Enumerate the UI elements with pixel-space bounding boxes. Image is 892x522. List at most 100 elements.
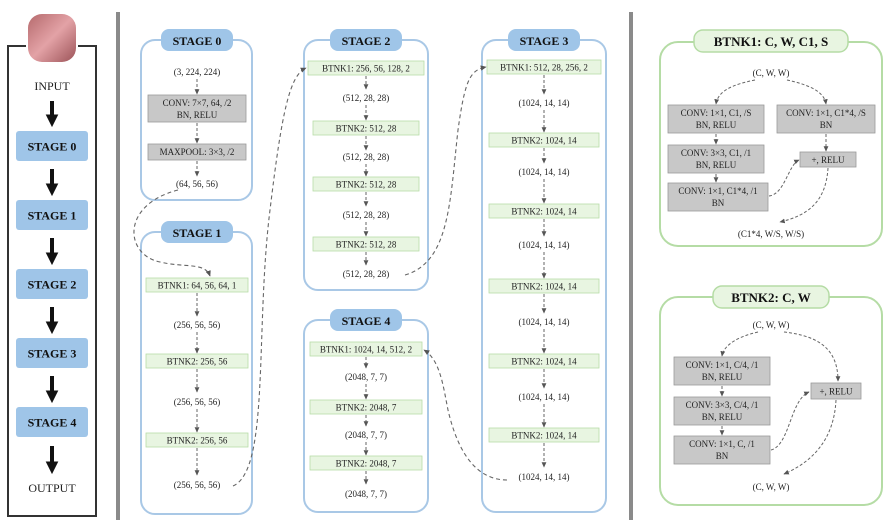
stage2-block3-label: BTNK2: 512, 28 (336, 180, 397, 190)
left-stage-4-label: STAGE 4 (28, 416, 77, 430)
stage3-block2 (488, 132, 600, 148)
stage2-block4-label: BTNK2: 512, 28 (336, 240, 397, 250)
stage1-frame (140, 231, 253, 515)
btnk1-shortcut-line2: BN (820, 120, 833, 130)
stage0-conv-block (147, 94, 247, 123)
stage4-shape2: (2048, 7, 7) (345, 430, 387, 440)
stage4-block2 (309, 399, 423, 415)
left-stage-2-button (16, 269, 88, 299)
stage4-block2-label: BTNK2: 2048, 7 (336, 403, 397, 413)
stage3-block3 (488, 203, 600, 219)
stage4-block1 (309, 341, 423, 357)
stage1-panel: STAGE 1 BTNK1: 64, 56, 64, 1 (256, 56, 5… (140, 221, 253, 515)
btnk2-conv2-block (673, 396, 771, 426)
left-stage-3-button (16, 338, 88, 368)
stage1-title: STAGE 1 (173, 226, 222, 240)
stage4-shape1: (2048, 7, 7) (345, 372, 387, 382)
btnk2-title-badge (712, 285, 830, 309)
stage3-panel: STAGE 3 BTNK1: 512, 28, 256, 2 (1024, 14… (481, 29, 607, 513)
stage0-maxpool-block (147, 143, 247, 161)
stage0-input-shape: (3, 224, 224) (174, 67, 221, 77)
btnk2-panel: BTNK2: C, W (C, W, W) CONV: 1×1, C/4, /1… (659, 285, 883, 506)
output-label: OUTPUT (28, 481, 76, 495)
stage4-panel: STAGE 4 BTNK1: 1024, 14, 512, 2 (2048, 7… (303, 309, 429, 513)
stage-connectors (133, 65, 508, 487)
stage0-output-shape: (64, 56, 56) (176, 179, 218, 189)
btnk1-title-badge (693, 29, 849, 53)
flow-arrow (786, 79, 828, 105)
btnk1-input-shape: (C, W, W) (753, 68, 790, 78)
stage1-block1-label: BTNK1: 64, 56, 64, 1 (158, 281, 237, 291)
stage2-block2 (312, 120, 420, 136)
btnk2-output-shape: (C, W, W) (753, 482, 790, 492)
btnk1-shortcut-block (776, 104, 876, 134)
btnk1-conv3-block (667, 182, 769, 212)
left-stage-2-label: STAGE 2 (28, 278, 77, 292)
stage3-block5 (488, 353, 600, 369)
btnk2-add-relu-block (810, 382, 862, 400)
stage3-title-badge (508, 29, 580, 51)
btnk2-input-shape: (C, W, W) (753, 320, 790, 330)
stage4-shape3: (2048, 7, 7) (345, 489, 387, 499)
btnk2-conv2-line1: CONV: 3×3, C/4, /1 (686, 400, 759, 410)
flow-arrow (783, 331, 841, 382)
stage0-conv-line1: CONV: 7×7, 64, /2 (163, 98, 232, 108)
stage4-block3-label: BTNK2: 2048, 7 (336, 459, 397, 469)
stage1-shape3: (256, 56, 56) (174, 480, 221, 490)
stage3-block6 (488, 427, 600, 443)
btnk2-conv1-block (673, 356, 771, 386)
left-stage-1-label: STAGE 1 (28, 209, 77, 223)
stage3-shape4: (1024, 14, 14) (519, 317, 570, 327)
stage1-block1 (145, 277, 249, 293)
stage3-block5-label: BTNK2: 1024, 14 (511, 357, 577, 367)
flow-arrow (779, 167, 829, 224)
stage2-panel: STAGE 2 BTNK1: 256, 56, 128, 2 (512, 28,… (303, 29, 429, 291)
btnk2-title: BTNK2: C, W (731, 290, 811, 305)
stage3-block2-label: BTNK2: 1024, 14 (511, 136, 577, 146)
stage1-block2 (145, 353, 249, 369)
btnk1-conv2-line2: BN, RELU (696, 160, 737, 170)
btnk2-conv3-line1: CONV: 1×1, C, /1 (689, 439, 755, 449)
stage4-title-badge (330, 309, 402, 331)
stage3-block1-label: BTNK1: 512, 28, 256, 2 (500, 63, 588, 73)
btnk1-conv1-line1: CONV: 1×1, C1, /S (681, 108, 752, 118)
divider-right (629, 12, 633, 520)
stage2-block3 (312, 176, 420, 192)
stage3-title: STAGE 3 (520, 34, 569, 48)
btnk1-conv1-block (667, 104, 765, 134)
left-stage-0-button (16, 131, 88, 161)
stage2-block1 (307, 60, 425, 76)
connector-stage2-to-stage3 (404, 65, 487, 276)
left-stage-3-label: STAGE 3 (28, 347, 77, 361)
stage4-block3 (309, 455, 423, 471)
stage4-title: STAGE 4 (342, 314, 391, 328)
btnk2-conv1-line2: BN, RELU (702, 372, 743, 382)
left-stage-0-label: STAGE 0 (28, 140, 77, 154)
stage0-title-badge (161, 29, 233, 51)
stage3-block3-label: BTNK2: 1024, 14 (511, 207, 577, 217)
stage2-title: STAGE 2 (342, 34, 391, 48)
stage0-conv-line2: BN, RELU (177, 110, 218, 120)
stage3-block4 (488, 278, 600, 294)
btnk2-conv3-line2: BN (716, 451, 729, 461)
btnk1-conv2-line1: CONV: 3×3, C1, /1 (681, 148, 751, 158)
btnk1-output-shape: (C1*4, W/S, W/S) (738, 229, 804, 239)
btnk2-conv1-line1: CONV: 1×1, C/4, /1 (686, 360, 759, 370)
btnk1-conv3-line1: CONV: 1×1, C1*4, /1 (678, 186, 757, 196)
btnk1-add-relu: +, RELU (811, 155, 845, 165)
btnk1-conv3-line2: BN (712, 198, 725, 208)
stage3-block4-label: BTNK2: 1024, 14 (511, 282, 577, 292)
flow-arrow (770, 391, 810, 451)
btnk1-panel: BTNK1: C, W, C1, S (C, W, W) CONV: 1×1, … (659, 29, 883, 247)
stage3-block6-label: BTNK2: 1024, 14 (511, 431, 577, 441)
btnk1-shortcut-line1: CONV: 1×1, C1*4, /S (786, 108, 866, 118)
stage0-panel: STAGE 0 (3, 224, 224) CONV: 7×7, 64, /2 … (140, 29, 253, 201)
stage2-block1-label: BTNK1: 256, 56, 128, 2 (322, 64, 410, 74)
stage2-block2-label: BTNK2: 512, 28 (336, 124, 397, 134)
stage1-shape1: (256, 56, 56) (174, 320, 221, 330)
stage3-shape2: (1024, 14, 14) (519, 167, 570, 177)
flow-arrow (720, 331, 759, 357)
btnk1-conv1-line2: BN, RELU (696, 120, 737, 130)
stage2-block4 (312, 236, 420, 252)
